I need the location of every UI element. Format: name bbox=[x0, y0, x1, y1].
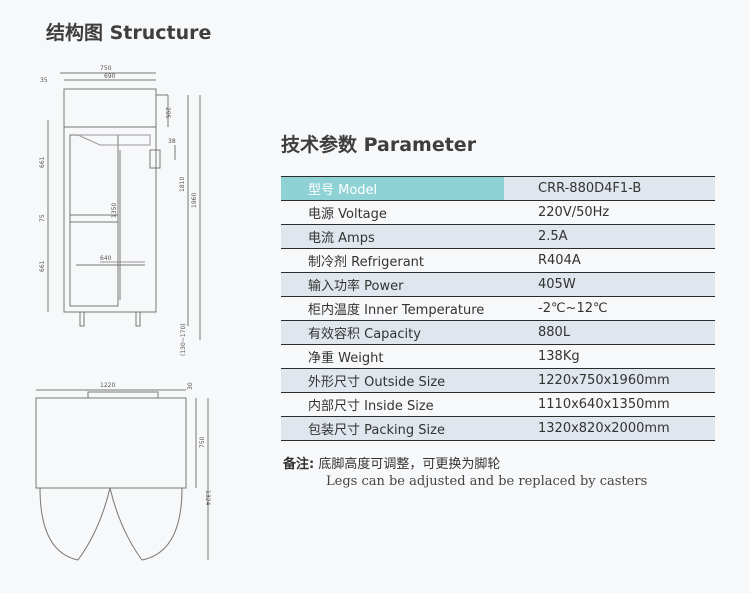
dim-661-upper: 661 bbox=[39, 156, 46, 168]
param-value: 1220x750x1960mm bbox=[504, 368, 715, 393]
param-value: 1110x640x1350mm bbox=[504, 392, 715, 417]
dim-35: 35 bbox=[40, 77, 48, 84]
lower-door bbox=[69, 221, 119, 307]
dim-1324: 1324 bbox=[204, 490, 211, 505]
param-label: 柜内温度 Inner Temperature bbox=[281, 296, 504, 321]
dim-leg-range: (130~170) bbox=[180, 323, 187, 356]
param-label: 制冷剂 Refrigerant bbox=[281, 248, 504, 273]
param-value: 220V/50Hz bbox=[504, 200, 715, 225]
param-value: 2.5A bbox=[504, 224, 715, 249]
plan-top-unit bbox=[87, 391, 159, 399]
door-swing-right bbox=[109, 487, 183, 561]
dim-661-lower: 661 bbox=[39, 260, 46, 272]
dim-750: 750 bbox=[100, 65, 112, 72]
structure-title: 结构图 Structure bbox=[46, 22, 212, 44]
param-label: 电源 Voltage bbox=[281, 200, 504, 225]
param-label: 包装尺寸 Packing Size bbox=[281, 416, 504, 441]
param-value: 880L bbox=[504, 320, 715, 345]
cabinet-body bbox=[63, 126, 157, 313]
param-label: 电流 Amps bbox=[281, 224, 504, 249]
door-handle bbox=[149, 149, 161, 169]
dim-30: 30 bbox=[187, 382, 194, 390]
dim-1220: 1220 bbox=[100, 382, 115, 389]
dim-1960: 1960 bbox=[191, 193, 198, 208]
top-compressor-box bbox=[63, 88, 157, 128]
note-english: Legs can be adjusted and be replaced by … bbox=[326, 474, 648, 489]
dim-295: 295 bbox=[164, 107, 171, 119]
dim-640: 640 bbox=[100, 255, 112, 262]
table-row: 柜内温度 Inner Temperature-2℃~12℃ bbox=[281, 296, 715, 321]
dim-1810: 1810 bbox=[179, 177, 186, 192]
plan-body bbox=[35, 397, 187, 489]
note-text-zh: 底脚高度可调整，可更换为脚轮 bbox=[318, 457, 501, 472]
dim-750-plan: 750 bbox=[199, 436, 206, 448]
leg-right bbox=[135, 311, 141, 327]
param-label: 有效容积 Capacity bbox=[281, 320, 504, 345]
param-label: 外形尺寸 Outside Size bbox=[281, 368, 504, 393]
param-label: 内部尺寸 Inside Size bbox=[281, 392, 504, 417]
dim-75: 75 bbox=[39, 214, 46, 222]
dim-690: 690 bbox=[104, 73, 116, 80]
param-value: 1320x820x2000mm bbox=[504, 416, 715, 441]
parameter-title: 技术参数 Parameter bbox=[281, 134, 477, 156]
param-label: 型号 Model bbox=[281, 176, 504, 201]
param-value: CRR-880D4F1-B bbox=[504, 176, 715, 201]
leg-left bbox=[79, 311, 85, 327]
dim-1350: 1350 bbox=[111, 203, 118, 218]
param-value: 405W bbox=[504, 272, 715, 297]
param-value: R404A bbox=[504, 248, 715, 273]
param-label: 净重 Weight bbox=[281, 344, 504, 369]
param-value: 138Kg bbox=[504, 344, 715, 369]
param-label: 输入功率 Power bbox=[281, 272, 504, 297]
note-label: 备注: bbox=[283, 457, 315, 472]
param-value: -2℃~12℃ bbox=[504, 296, 715, 321]
dim-38: 38 bbox=[168, 138, 176, 145]
door-swing-left bbox=[39, 487, 111, 561]
note-chinese: 备注: 底脚高度可调整，可更换为脚轮 bbox=[283, 453, 500, 472]
